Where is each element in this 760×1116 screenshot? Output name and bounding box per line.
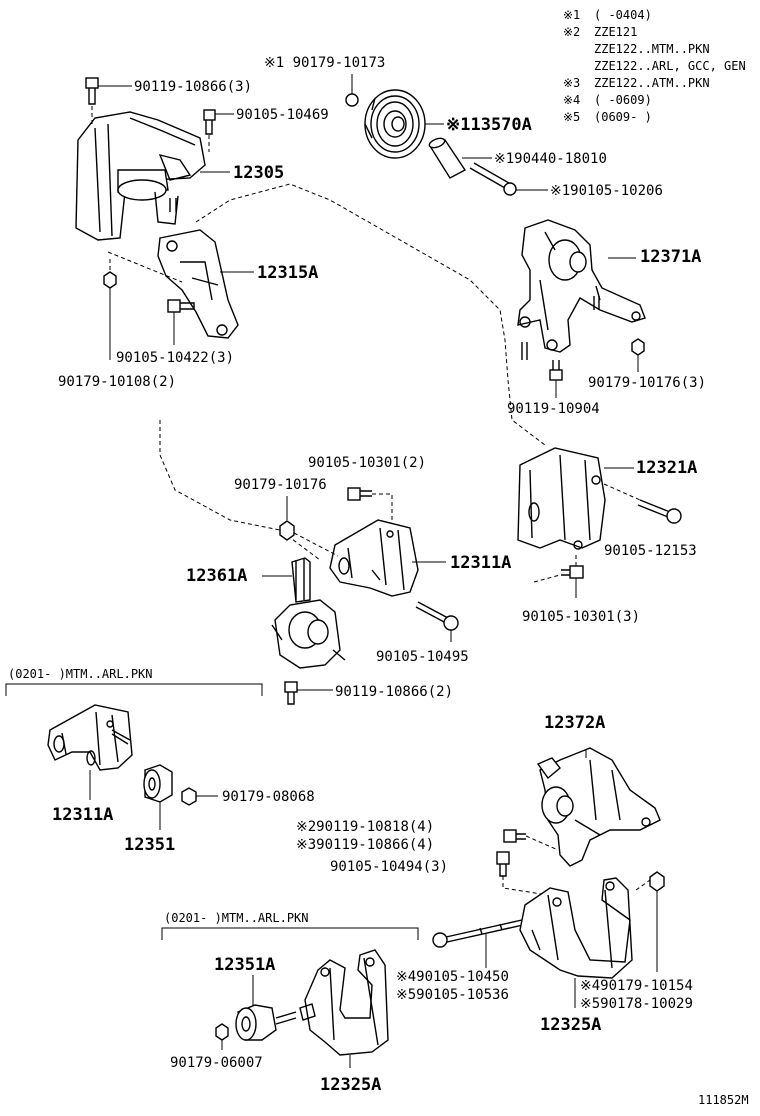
pulley-13570A: [364, 89, 426, 159]
bracket-12321A: [517, 447, 606, 550]
note-text-2: ZZE121: [594, 25, 637, 39]
note-text-3: ZZE122..MTM..PKN: [594, 42, 710, 56]
label-90105-10494-3: 90105-10494(3): [330, 859, 448, 875]
bolt-90119-10866-2: [284, 681, 333, 705]
label-12325A-lower: 12325A: [320, 1075, 381, 1095]
label-90105-10469: 90105-10469: [236, 107, 329, 123]
note-text-6: ( -0609): [594, 93, 652, 107]
bolt-90179-10176-right: [631, 338, 645, 372]
bolt-90105-10422: [167, 299, 195, 345]
label-90105-10422-3: 90105-10422(3): [116, 350, 234, 366]
bracket-12315A: [157, 229, 239, 339]
label-12361A: 12361A: [186, 566, 247, 586]
bracket-12371A: [517, 219, 646, 360]
bolt-90105-10301-2: [347, 487, 393, 522]
label-12315A: 12315A: [257, 263, 318, 283]
bolt-90105-10206: [469, 162, 548, 196]
label-90119-10904: 90119-10904: [507, 401, 600, 417]
nut-90179-06007: [215, 1023, 229, 1050]
part-labels: 90119-10866(3) 90105-10469 ※1 90179-1017…: [8, 55, 749, 1107]
label-12372A: 12372A: [544, 713, 605, 733]
dash-main-left: [159, 420, 321, 561]
dash-12315A: [107, 251, 183, 283]
label-90119-10818-4: ※290119-10818(4): [296, 819, 434, 835]
bushing-12351A: [235, 975, 297, 1041]
group-label-2: (0201- )MTM..ARL.PKN: [164, 911, 309, 925]
label-12311A-upper: 12311A: [450, 553, 511, 573]
notes-block: ※1 ( -0404) ※2 ZZE121 ZZE122..MTM..PKN Z…: [563, 8, 746, 124]
label-12321A: 12321A: [636, 458, 697, 478]
label-12305: 12305: [233, 163, 284, 183]
bracket-12311A-lower: [47, 704, 133, 800]
bracket-12325A-right: [519, 877, 633, 979]
nut-90179-08068: [181, 787, 218, 806]
label-90179-10176-3: 90179-10176(3): [588, 375, 706, 391]
label-90179-06007: 90179-06007: [170, 1055, 263, 1071]
bolt-90105-10450: [432, 919, 524, 968]
label-90105-10206: ※190105-10206: [550, 183, 663, 199]
note-text-5: ZZE122..ATM..PKN: [594, 76, 710, 90]
bolt-90179-10108: [103, 271, 117, 360]
label-12351: 12351: [124, 835, 175, 855]
bolt-90105-10301-3: [533, 555, 584, 598]
bolt-90119-10904: [549, 360, 563, 398]
note-text-7: (0609- ): [594, 110, 652, 124]
bolt-90105-12153: [603, 483, 682, 524]
drawing-code: 111852M: [698, 1093, 749, 1107]
label-13570A: ※113570A: [446, 115, 532, 135]
nut-90179-10173: [345, 74, 359, 107]
bracket-12372A: [536, 747, 661, 867]
note-mark-7: ※5: [563, 110, 580, 124]
bolt-90105-10469: [203, 109, 234, 135]
bushing-12351: [143, 764, 173, 830]
label-90105-10450: ※490105-10450: [396, 969, 509, 985]
label-12325A-right: 12325A: [540, 1015, 601, 1035]
dash-12325A-right: [635, 879, 651, 891]
engine-mount-12305: [75, 111, 206, 241]
label-12371A: 12371A: [640, 247, 701, 267]
label-90179-10108-2: 90179-10108(2): [58, 374, 176, 390]
group-bracket-1: [5, 683, 263, 696]
group-label-1: (0201- )MTM..ARL.PKN: [8, 667, 153, 681]
label-12351A: 12351A: [214, 955, 275, 975]
label-90179-10154: ※490179-10154: [580, 978, 693, 994]
label-90119-10866-4: ※390119-10866(4): [296, 837, 434, 853]
nut-90179-10176: [279, 496, 339, 557]
label-90105-10301-2: 90105-10301(2): [308, 455, 426, 471]
note-mark-6: ※4: [563, 93, 580, 107]
label-90105-10301-3: 90105-10301(3): [522, 609, 640, 625]
bolt-90105-10495: [415, 601, 459, 642]
bolt-90119-10866: [85, 77, 132, 105]
note-mark-2: ※2: [563, 25, 580, 39]
dash-12305-bolts: [91, 106, 210, 152]
label-90105-10536: ※590105-10536: [396, 987, 509, 1003]
bolt-90119-10818: [503, 829, 559, 851]
label-90179-10176: 90179-10176: [234, 477, 327, 493]
note-mark-5: ※3: [563, 76, 580, 90]
dash-main-top: [195, 183, 546, 446]
group-bracket-2: [161, 927, 419, 940]
nut-90179-10154: [649, 871, 665, 972]
label-90119-10866-2: 90119-10866(2): [335, 684, 453, 700]
note-text-4: ZZE122..ARL, GCC, GEN: [594, 59, 746, 73]
label-12311A-lower: 12311A: [52, 805, 113, 825]
label-90119-10866-3: 90119-10866(3): [134, 79, 252, 95]
note-mark-1: ※1: [563, 8, 580, 22]
mount-12361A: [271, 557, 346, 669]
label-90440-18010: ※190440-18010: [494, 151, 607, 167]
collar-90440-18010: [428, 137, 492, 179]
note-text-1: ( -0404): [594, 8, 652, 22]
label-90179-08068: 90179-08068: [222, 789, 315, 805]
label-90178-10029: ※590178-10029: [580, 996, 693, 1012]
label-90105-10495: 90105-10495: [376, 649, 469, 665]
bracket-12325A-lower: [299, 949, 389, 1068]
bolt-90105-10494: [496, 851, 549, 896]
bracket-12311A-upper: [329, 519, 419, 597]
label-90105-12153: 90105-12153: [604, 543, 697, 559]
label-90179-10173: ※1 90179-10173: [264, 55, 385, 71]
